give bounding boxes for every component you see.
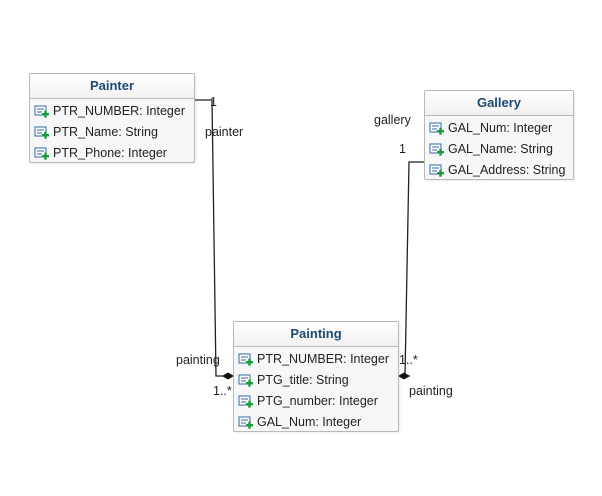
- attribute-row[interactable]: GAL_Address: String: [425, 160, 573, 181]
- attribute-row[interactable]: PTR_NUMBER: Integer: [234, 349, 398, 370]
- attribute-label: PTR_NUMBER: Integer: [257, 352, 389, 366]
- multiplicity-painting-right: 1..*: [399, 353, 418, 367]
- multiplicity-gallery-end: 1: [399, 142, 406, 156]
- class-painter[interactable]: Painter PTR_NUMBER: Integer PTR_Name: St…: [29, 73, 195, 163]
- attribute-label: GAL_Name: String: [448, 142, 553, 156]
- class-painting[interactable]: Painting PTR_NUMBER: Integer PTG_title: …: [233, 321, 399, 432]
- attribute-icon: [238, 353, 253, 366]
- role-painter: painter: [205, 125, 244, 139]
- attribute-row[interactable]: PTG_number: Integer: [234, 391, 398, 412]
- attribute-icon: [238, 416, 253, 429]
- multiplicity-painter-end: 1: [210, 95, 217, 109]
- attribute-label: PTG_number: Integer: [257, 394, 378, 408]
- attribute-label: GAL_Num: Integer: [448, 121, 553, 135]
- class-painting-title: Painting: [234, 322, 398, 347]
- role-gallery: gallery: [374, 113, 411, 127]
- attribute-label: PTR_Name: String: [53, 125, 158, 139]
- role-painting-left: painting: [176, 353, 220, 367]
- attribute-label: PTR_Phone: Integer: [53, 146, 167, 160]
- attribute-label: PTG_title: String: [257, 373, 349, 387]
- attribute-row[interactable]: GAL_Name: String: [425, 139, 573, 160]
- attribute-icon: [238, 395, 253, 408]
- role-painting-right: painting: [409, 384, 453, 398]
- composition-diamond-left: [222, 372, 234, 380]
- attribute-row[interactable]: GAL_Num: Integer: [425, 118, 573, 139]
- class-painter-title: Painter: [30, 74, 194, 99]
- attribute-icon: [34, 105, 49, 118]
- association-line-gallery-painting[interactable]: [404, 161, 425, 377]
- attribute-row[interactable]: PTR_Phone: Integer: [30, 143, 194, 164]
- class-gallery-title: Gallery: [425, 91, 573, 116]
- attribute-icon: [429, 164, 444, 177]
- attribute-row[interactable]: PTR_NUMBER: Integer: [30, 101, 194, 122]
- attribute-label: GAL_Num: Integer: [257, 415, 362, 429]
- attribute-icon: [429, 122, 444, 135]
- attribute-label: GAL_Address: String: [448, 163, 566, 177]
- class-gallery[interactable]: Gallery GAL_Num: Integer GAL_Name: Strin…: [424, 90, 574, 180]
- attribute-label: PTR_NUMBER: Integer: [53, 104, 185, 118]
- attribute-icon: [429, 143, 444, 156]
- composition-diamond-right: [398, 372, 410, 380]
- multiplicity-painting-left: 1..*: [213, 384, 232, 398]
- attribute-row[interactable]: PTG_title: String: [234, 370, 398, 391]
- attribute-icon: [34, 147, 49, 160]
- attribute-icon: [238, 374, 253, 387]
- attribute-icon: [34, 126, 49, 139]
- association-line-painter-painting[interactable]: [194, 99, 224, 377]
- attribute-row[interactable]: GAL_Num: Integer: [234, 412, 398, 433]
- attribute-row[interactable]: PTR_Name: String: [30, 122, 194, 143]
